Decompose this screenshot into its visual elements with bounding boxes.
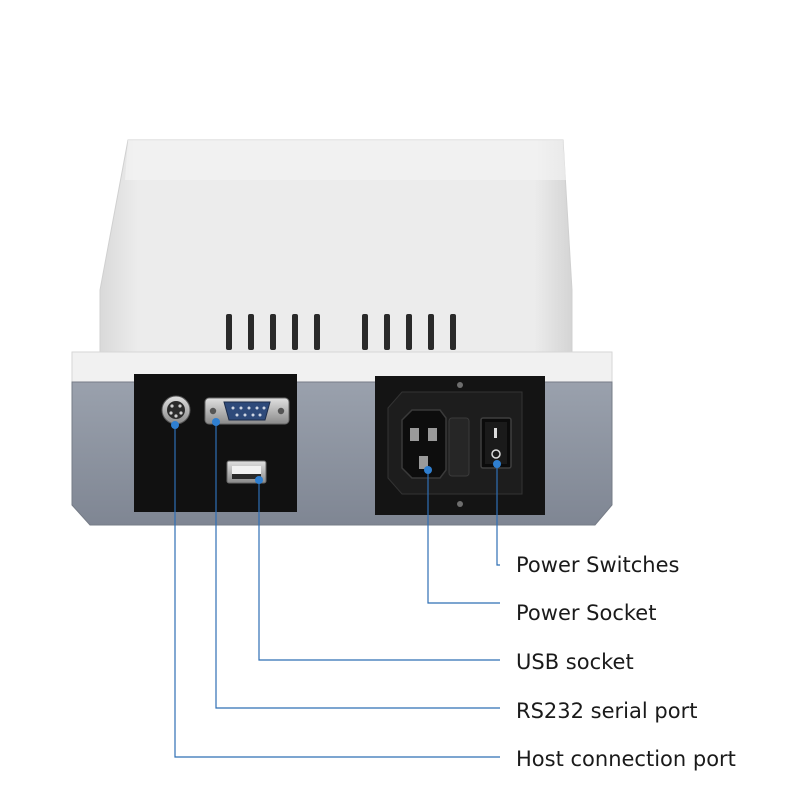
vent-slots xyxy=(226,314,456,350)
label-usb-socket: USB socket xyxy=(516,650,634,674)
label-power-switches: Power Switches xyxy=(516,553,680,577)
leader-line-rs232 xyxy=(215,422,500,709)
marker-dot-power-socket xyxy=(424,466,432,474)
leader-line-power-switch xyxy=(496,464,500,566)
marker-dot-host xyxy=(171,421,179,429)
label-power-socket: Power Socket xyxy=(516,601,657,625)
power-panel xyxy=(375,376,545,515)
marker-dot-power-switch xyxy=(493,460,501,468)
marker-dots xyxy=(171,418,501,484)
db9-connector-icon xyxy=(204,397,290,425)
label-rs232-serial-port: RS232 serial port xyxy=(516,699,698,723)
marker-dot-rs232 xyxy=(212,418,220,426)
marker-dot-usb xyxy=(255,476,263,484)
leader-lines xyxy=(174,422,500,758)
label-host-connection-port: Host connection port xyxy=(516,747,736,771)
aviation-connector-icon xyxy=(161,395,191,425)
leader-line-usb xyxy=(258,480,500,661)
device-cover xyxy=(99,139,573,353)
leader-line-host xyxy=(174,425,500,758)
rocker-switch-icon xyxy=(480,417,512,469)
leader-line-power-socket xyxy=(427,470,500,604)
iec-inlet-icon xyxy=(401,409,447,479)
